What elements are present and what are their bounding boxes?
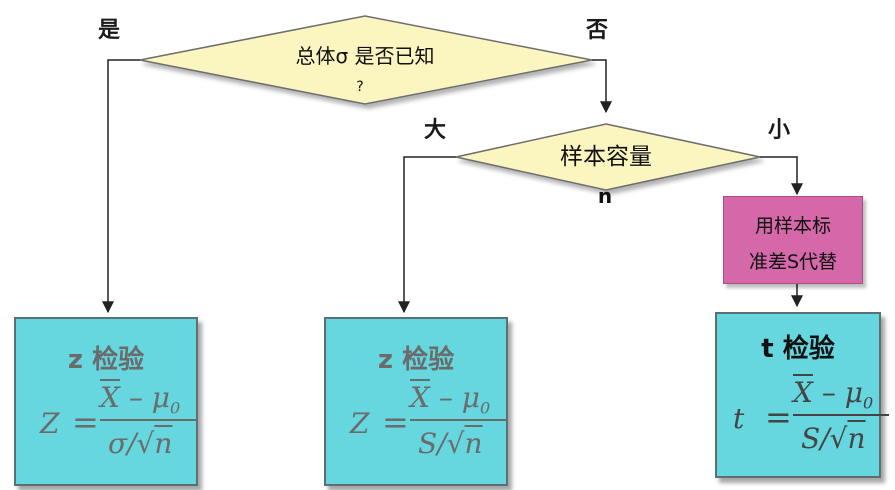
decision-top-line2: ? bbox=[356, 79, 364, 95]
connector-small bbox=[760, 156, 803, 196]
fraction-bar bbox=[410, 419, 506, 421]
z-formula-s: Z = X – μ0 S/√n bbox=[326, 379, 506, 474]
formula-denominator: S/√n bbox=[418, 427, 483, 460]
z-formula-sigma: Z = X – μ0 σ/√n bbox=[16, 379, 196, 474]
formula-denominator: S/√n bbox=[801, 422, 866, 455]
decision-mid-line1: 样本容量 bbox=[560, 144, 652, 170]
connector-no bbox=[592, 59, 612, 114]
z-test-title: z 检验 bbox=[377, 345, 455, 375]
label-large: 大 bbox=[424, 118, 447, 143]
z-test-box-sigma: z 检验 Z = X – μ0 σ/√n bbox=[14, 317, 198, 486]
formula-numerator: X – μ0 bbox=[100, 381, 181, 418]
substitute-s-box: 用样本标 准差S代替 bbox=[723, 196, 863, 284]
decision-mid-line2: n bbox=[597, 184, 613, 208]
substitute-line2: 准差S代替 bbox=[748, 251, 838, 273]
z-test-box-large-sample: z 检验 Z = X – μ0 S/√n bbox=[324, 317, 508, 486]
label-yes: 是 bbox=[98, 18, 121, 43]
formula-numerator: X – μ0 bbox=[793, 376, 874, 413]
decision-top-line1: 总体σ 是否已知 bbox=[295, 44, 435, 68]
formula-denominator: σ/√n bbox=[108, 427, 173, 460]
fraction-bar bbox=[100, 419, 196, 421]
label-small: 小 bbox=[768, 118, 791, 143]
label-no: 否 bbox=[586, 18, 609, 43]
z-test-title: z 检验 bbox=[67, 345, 145, 375]
t-test-box: t 检验 t = X – μ0 S/√n bbox=[715, 312, 889, 478]
substitute-line1: 用样本标 bbox=[754, 215, 831, 237]
connector-yes bbox=[102, 59, 140, 314]
fraction-bar bbox=[793, 414, 889, 416]
decision-diamond-sigma-known bbox=[139, 15, 593, 105]
connector-large bbox=[398, 156, 456, 314]
formula-numerator: X – μ0 bbox=[410, 381, 491, 418]
t-formula: t = X – μ0 S/√n bbox=[709, 374, 889, 469]
formula-lhs: t bbox=[733, 402, 745, 435]
formula-lhs: Z bbox=[40, 407, 60, 440]
t-test-title: t 检验 bbox=[761, 334, 835, 364]
decision-diamond-sample-size bbox=[455, 123, 761, 191]
formula-lhs: Z bbox=[350, 407, 370, 440]
